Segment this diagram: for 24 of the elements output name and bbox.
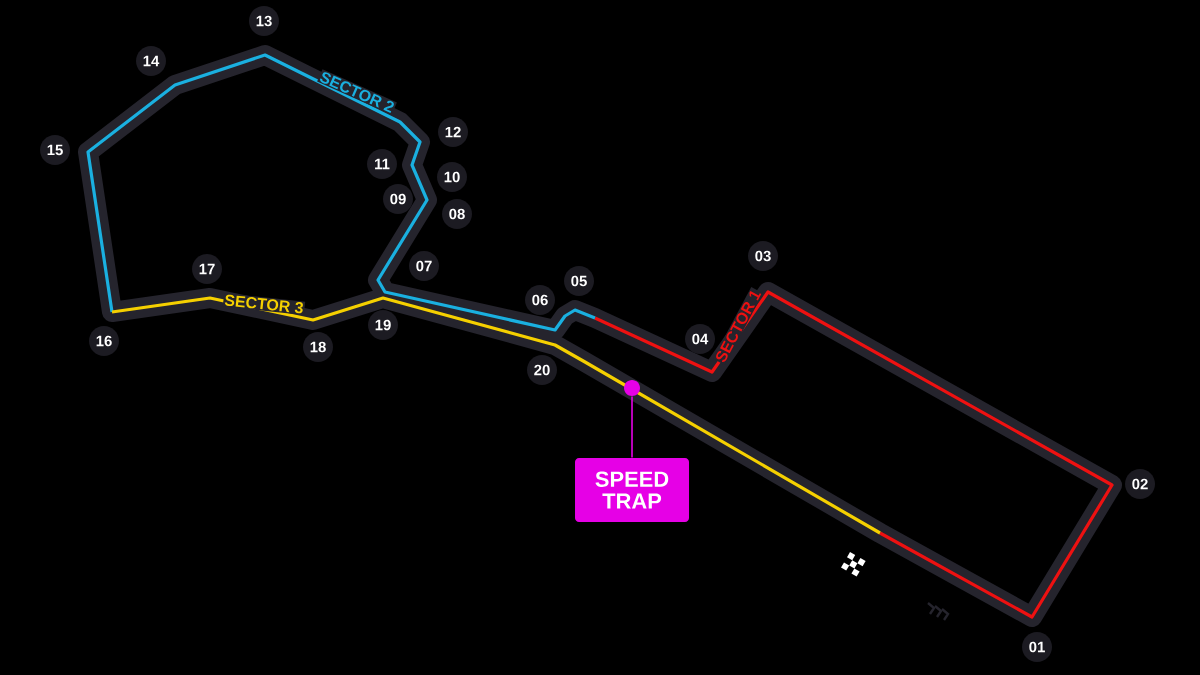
turn-number: 13: [249, 6, 279, 36]
turn-number: 17: [192, 254, 222, 284]
turn-number: 20: [527, 355, 557, 385]
turn-number: 15: [40, 135, 70, 165]
turn-number: 07: [409, 251, 439, 281]
turn-number: 10: [437, 162, 467, 192]
speed-trap-marker: [624, 380, 640, 396]
sector-label: SECTOR 3: [222, 293, 306, 315]
turn-number: 05: [564, 266, 594, 296]
turn-number: 19: [368, 310, 398, 340]
turn-number: 04: [685, 324, 715, 354]
turn-number: 06: [525, 285, 555, 315]
turn-number: 09: [383, 184, 413, 214]
leader-line: [631, 395, 633, 459]
turn-number: 14: [136, 46, 166, 76]
turn-number: 03: [748, 241, 778, 271]
turn-number: 18: [303, 332, 333, 362]
turn-number: 01: [1022, 632, 1052, 662]
turn-number: 12: [438, 117, 468, 147]
turn-number: 16: [89, 326, 119, 356]
turn-number: 11: [367, 149, 397, 179]
turn-number: 02: [1125, 469, 1155, 499]
turn-number: 08: [442, 199, 472, 229]
speed-trap-box: SPEED TRAP: [575, 458, 689, 522]
